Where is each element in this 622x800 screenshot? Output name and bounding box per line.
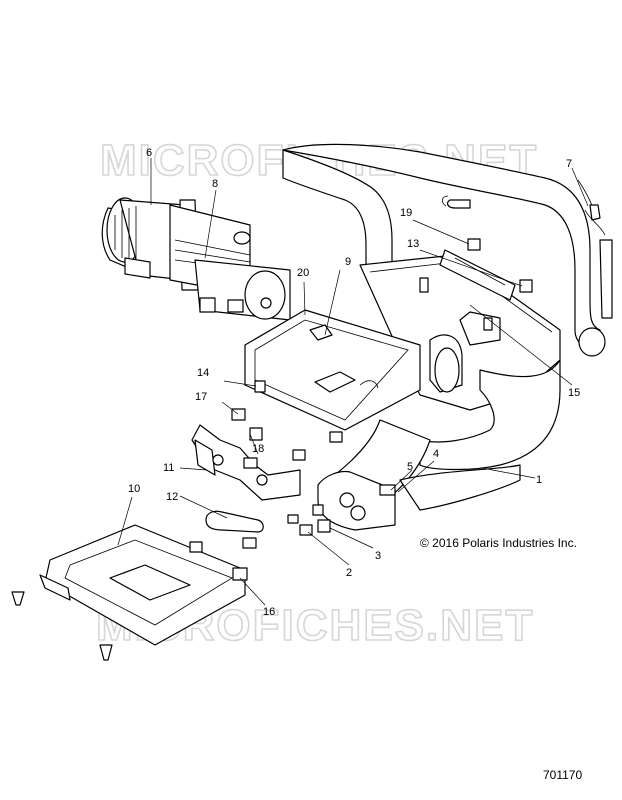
callout-10: 10	[128, 483, 140, 495]
document-number: 701170	[543, 768, 583, 782]
callout-8: 8	[212, 178, 218, 190]
callout-11: 11	[163, 462, 174, 474]
winch-rope-hook	[577, 179, 613, 319]
callout-20: 20	[297, 267, 309, 279]
skid-plate	[39, 524, 246, 646]
callout-9: 9	[345, 256, 351, 268]
callout-2: 2	[346, 567, 352, 579]
copyright-notice: © 2016 Polaris Industries Inc.	[420, 536, 577, 550]
callout-6: 6	[146, 147, 152, 159]
callout-4: 4	[433, 448, 439, 460]
callout-19: 19	[400, 207, 412, 219]
callout-labels: 6 8 7 19 13 20 9 15 14 17 18 11 12 10 5 …	[128, 147, 580, 618]
link-plate	[205, 510, 264, 533]
callout-12: 12	[166, 491, 178, 503]
leader-lines	[117, 158, 589, 606]
callout-5: 5	[407, 461, 413, 473]
winch-assembly	[101, 197, 291, 321]
callout-13: 13	[407, 238, 419, 250]
winch-mount-plate	[244, 309, 421, 431]
callout-14: 14	[197, 367, 209, 379]
callout-3: 3	[375, 550, 381, 562]
callout-18: 18	[252, 443, 264, 455]
callout-15: 15	[568, 387, 580, 399]
callout-17: 17	[195, 391, 207, 403]
callout-7: 7	[566, 158, 572, 170]
callout-1: 1	[536, 474, 542, 486]
callout-16: 16	[263, 606, 275, 618]
